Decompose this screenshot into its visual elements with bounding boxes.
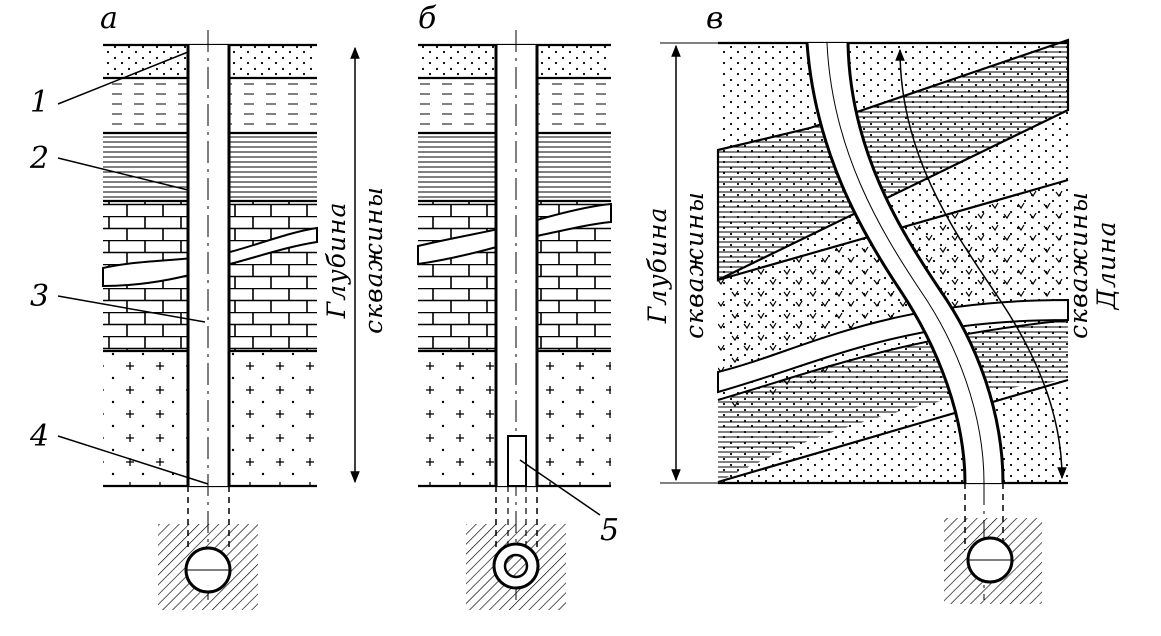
panel-v-cross-section — [944, 518, 1042, 604]
callout-4: 4 — [29, 419, 49, 454]
svg-text:Глубина: Глубина — [643, 207, 672, 325]
panel-a-depth-label: Глубина скважины — [322, 186, 388, 334]
panel-a-strata — [102, 43, 318, 488]
panel-v-length-dimension — [895, 48, 1067, 480]
panel-v-depth-label: Глубина скважины — [643, 191, 709, 339]
callout-2: 2 — [29, 141, 49, 176]
casing-5 — [507, 435, 527, 487]
panel-b-strata — [417, 43, 612, 488]
panel-v-length-label: Длина скважины — [1064, 191, 1121, 339]
panel-v-label: в — [706, 1, 723, 36]
panel-v: в — [643, 1, 1121, 604]
panel-a-well — [186, 30, 231, 600]
panel-b-cross-section — [466, 524, 566, 610]
svg-text:скважины: скважины — [680, 191, 709, 339]
panel-a-label: а — [100, 1, 118, 36]
callout-5: 5 — [600, 513, 619, 548]
svg-text:Длина: Длина — [1092, 221, 1121, 311]
panel-b-label: б — [418, 1, 437, 36]
callout-3: 3 — [30, 279, 49, 314]
panel-a-cross-section — [158, 524, 258, 610]
panel-b-well — [494, 30, 539, 600]
svg-text:скважины: скважины — [1064, 191, 1093, 339]
panel-a: а — [29, 1, 388, 610]
svg-text:скважины: скважины — [359, 186, 388, 334]
callout-1: 1 — [30, 85, 49, 120]
svg-text:Глубина: Глубина — [322, 202, 351, 320]
panel-b: б — [417, 1, 619, 610]
